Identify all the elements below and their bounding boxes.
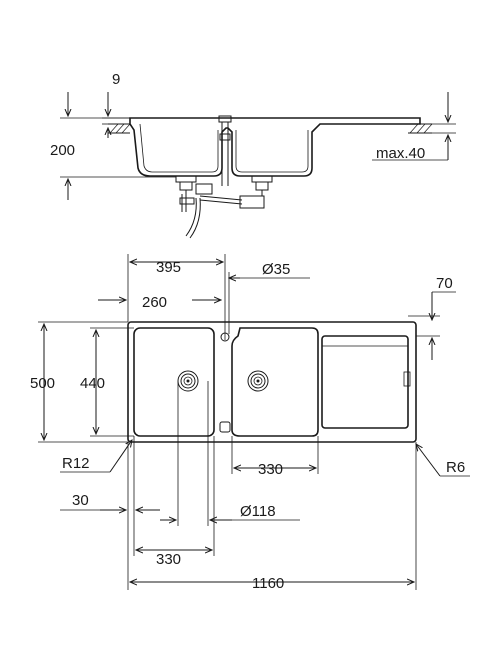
countertop-hatch-left — [108, 123, 131, 134]
drainer — [321, 335, 409, 429]
dim-second-bowl-width: 330 — [258, 461, 283, 478]
waste-left — [175, 175, 197, 212]
dim-waste-diameter: Ø118 — [240, 503, 276, 520]
dim-edge-offset: 30 — [72, 492, 89, 509]
dim-tap-hole: Ø35 — [262, 261, 290, 278]
dim-drainer-edge: 70 — [436, 275, 453, 292]
top-view: 395 Ø35 70 260 500 440 R12 — [30, 254, 470, 592]
dim-corner-radius-outer: R6 — [446, 459, 465, 476]
side-view: 9 200 max.40 — [50, 71, 456, 239]
dim-corner-radius-inner: R12 — [62, 455, 90, 472]
dim-small-bowl-center: 260 — [142, 294, 167, 311]
waste-top-left — [177, 370, 199, 392]
overflow-hose — [185, 195, 243, 239]
overflow — [219, 421, 231, 433]
sink-profile — [129, 117, 421, 177]
dim-bowl-depth: 440 — [80, 375, 105, 392]
dim-total-width: 1160 — [252, 575, 284, 592]
dim-max-counter: max.40 — [376, 145, 425, 162]
bowl-left — [133, 327, 215, 437]
dim-bowl-center-offset: 395 — [156, 259, 181, 276]
dim-first-bowl-width: 330 — [156, 551, 181, 568]
sink-outline — [127, 321, 417, 443]
countertop-hatch-right — [408, 123, 433, 134]
bowl-right — [231, 327, 319, 437]
waste-right — [239, 175, 273, 209]
dim-lip-thickness: 9 — [112, 71, 120, 88]
tap-assembly — [218, 115, 232, 186]
waste-top-right — [247, 370, 269, 392]
dim-height: 200 — [50, 142, 75, 159]
dim-total-depth: 500 — [30, 375, 55, 392]
